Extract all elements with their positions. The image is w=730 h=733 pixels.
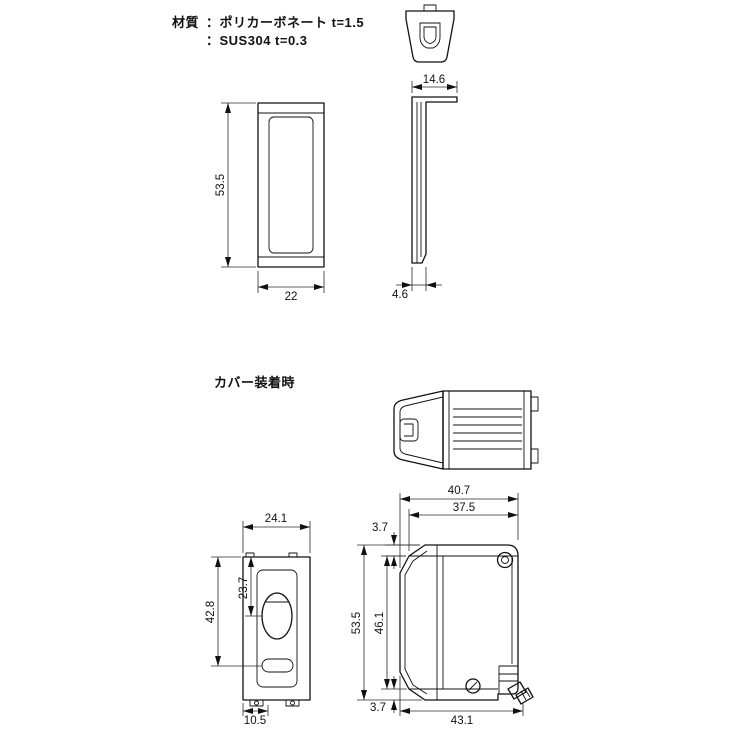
- connector-plug-nut: [515, 687, 534, 705]
- cover-top-clip-inner: [423, 26, 437, 44]
- cover-front-outline: [257, 102, 325, 268]
- dim-assembled-side-overall-width: 40.7: [399, 485, 519, 568]
- dim-assembled-front-width: 24.1: [242, 513, 311, 553]
- dim-assembled-side-body-height: 46.1: [374, 555, 407, 690]
- assembled-front-outline: [242, 556, 311, 701]
- dim-assembled-front-indicator-offset: 42.8: [205, 556, 262, 667]
- connector-plug-body: [507, 681, 527, 700]
- assembled-front-foot-hole-left: [254, 700, 259, 706]
- dim-assembled-front-foot-offset-label: 10.5: [244, 715, 266, 727]
- dim-cover-side-thickness-label: 4.6: [392, 289, 408, 301]
- assembled-front-lens: [261, 592, 293, 640]
- dim-assembled-front-lens-offset-label: 23.7: [238, 577, 250, 599]
- dim-assembled-side-body-width-label: 37.5: [453, 502, 475, 514]
- dim-assembled-front-width-label: 24.1: [265, 513, 287, 525]
- material-row1: ：ポリカーボネート t=1.5: [206, 15, 364, 30]
- dim-cover-front-width: 22: [257, 271, 325, 303]
- dim-cover-side-top-width-label: 14.6: [423, 74, 445, 86]
- bottom-screw-slot: [468, 681, 478, 691]
- material-note: 材質 ：ポリカーボネート t=1.5 ：SUS304 t=0.3: [172, 15, 364, 48]
- connector-plug-thread1: [520, 690, 527, 701]
- cover-top-tab: [423, 4, 437, 12]
- section-label: カバー装着時: [214, 375, 295, 390]
- dim-assembled-side-top-offset-label: 3.7: [372, 522, 388, 534]
- connector-block: [498, 665, 518, 694]
- cover-top-outline: [405, 10, 455, 63]
- dim-cover-front-height: 53.5: [215, 102, 256, 268]
- dim-assembled-side-body-width: 37.5: [408, 502, 518, 551]
- assembled-front-foot-left: [249, 699, 264, 707]
- dim-assembled-front-indicator-offset-label: 42.8: [205, 601, 217, 623]
- connector-plug-thread2: [524, 688, 531, 698]
- dim-cover-side-thickness: 4.6: [392, 267, 442, 301]
- dim-cover-side-top-width: 14.6: [411, 74, 458, 93]
- cover-side-outline: [411, 96, 458, 264]
- cover-side-view: [411, 96, 458, 264]
- assembled-front-foot-right: [285, 699, 300, 707]
- screw-boss-inner: [501, 556, 509, 564]
- dim-assembled-side-overall-height: 53.5: [351, 544, 422, 701]
- material-row2: ：SUS304 t=0.3: [206, 33, 308, 48]
- assembled-front-indicator-slot: [261, 658, 294, 673]
- assembled-front-bump-right: [288, 552, 298, 558]
- cover-top-view: [405, 4, 455, 63]
- assembled-top-tab-lower: [530, 448, 539, 464]
- dim-assembled-side-overall-width-label: 40.7: [448, 485, 470, 497]
- assembled-top-cover-inner: [399, 396, 444, 464]
- assembled-front-view: [242, 552, 311, 707]
- dim-assembled-front-lens-offset: 23.7: [238, 557, 262, 617]
- material-label: 材質: [172, 15, 199, 30]
- dim-assembled-side-overall-height-label: 53.5: [351, 612, 363, 634]
- dim-assembled-side-bottom-offset-label: 3.7: [370, 702, 386, 714]
- assembled-top-tab-upper: [530, 396, 539, 412]
- assembled-front-window: [256, 569, 298, 688]
- assembled-side-cover-inner: [404, 550, 428, 695]
- bottom-screw: [465, 678, 481, 694]
- cover-front-view: [257, 102, 325, 268]
- assembled-top-view: [393, 390, 539, 470]
- screw-boss-outer: [496, 551, 514, 569]
- dim-assembled-side-bottom-width-label: 43.1: [451, 715, 473, 727]
- dim-cover-front-width-label: 22: [285, 291, 298, 303]
- dim-assembled-side-bottom-width: 43.1: [399, 676, 524, 727]
- assembled-top-ribs: [453, 408, 522, 450]
- assembled-top-cover-outline: [393, 390, 444, 470]
- assembled-side-view: [399, 544, 534, 705]
- cover-front-window: [268, 116, 314, 254]
- dim-assembled-side-bottom-offset: 3.7: [370, 676, 397, 714]
- assembled-top-body: [442, 390, 532, 470]
- assembled-side-outline: [399, 544, 519, 701]
- assembled-top-clip-inner: [404, 423, 414, 437]
- assembled-front-foot-hole-right: [290, 700, 295, 706]
- dim-assembled-front-foot-offset: 10.5: [242, 703, 269, 727]
- assembled-top-clip: [399, 418, 419, 442]
- cover-top-clip-outer: [419, 22, 441, 49]
- dim-assembled-side-body-height-label: 46.1: [374, 612, 386, 634]
- dim-cover-front-height-label: 53.5: [215, 174, 227, 196]
